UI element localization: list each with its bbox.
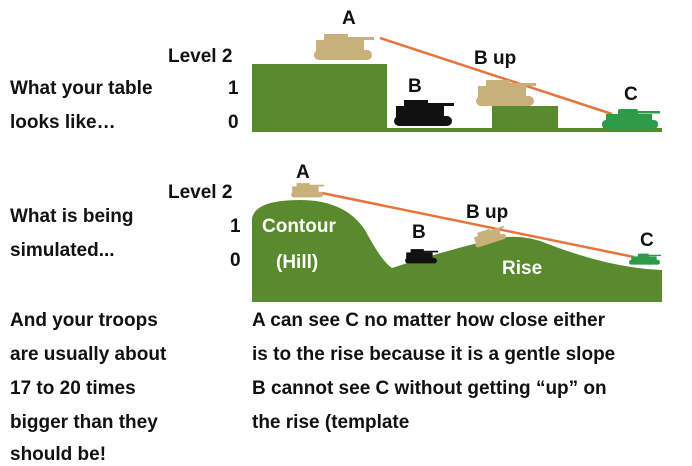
top-label-b-up: B up bbox=[474, 48, 517, 69]
hill-terrain bbox=[252, 200, 662, 302]
bottom-right-line-2: is to the rise because it is a gentle sl… bbox=[252, 344, 616, 365]
top-caption-line-2: looks like… bbox=[10, 112, 116, 133]
top-label-c: C bbox=[624, 84, 638, 105]
middle-caption-line-2: simulated... bbox=[10, 240, 115, 261]
table-level-1-block bbox=[492, 106, 558, 132]
bottom-left-line-3: 17 to 20 times bbox=[10, 378, 136, 399]
vehicle-a-small-icon bbox=[291, 183, 325, 198]
top-level-label: Level 2 bbox=[168, 46, 233, 67]
table-level-2-block bbox=[252, 64, 387, 132]
vehicle-c-icon bbox=[602, 109, 660, 129]
vehicle-b-up-icon bbox=[476, 80, 536, 106]
top-tick-1: 1 bbox=[228, 78, 239, 99]
middle-tick-0: 0 bbox=[230, 250, 241, 271]
middle-label-b-up: B up bbox=[466, 202, 509, 223]
vehicle-a-icon bbox=[314, 34, 374, 60]
bottom-right-line-1: A can see C no matter how close either bbox=[252, 310, 606, 331]
middle-level-label: Level 2 bbox=[168, 182, 233, 203]
hill-label-line-2: (Hill) bbox=[276, 252, 319, 273]
bottom-left-line-4: bigger than they bbox=[10, 412, 158, 433]
hill-label-line-1: Contour bbox=[262, 216, 336, 237]
top-sightline bbox=[379, 36, 613, 116]
vehicle-c-small-icon bbox=[629, 253, 661, 265]
middle-label-b: B bbox=[412, 222, 426, 243]
middle-label-a: A bbox=[296, 162, 310, 183]
bottom-left-line-5: should be! bbox=[10, 444, 107, 465]
top-label-a: A bbox=[342, 8, 356, 29]
top-label-b: B bbox=[408, 76, 422, 97]
bottom-left-line-1: And your troops bbox=[10, 310, 158, 331]
top-tick-0: 0 bbox=[228, 112, 239, 133]
top-caption-line-1: What your table bbox=[10, 78, 153, 99]
middle-caption-line-1: What is being bbox=[10, 206, 134, 227]
table-base-strip bbox=[252, 128, 662, 132]
bottom-left-line-2: are usually about bbox=[10, 344, 167, 365]
bottom-right-line-3: B cannot see C without getting “up” on bbox=[252, 378, 607, 399]
bottom-right-line-4: the rise (template bbox=[252, 412, 410, 433]
middle-tick-1: 1 bbox=[230, 216, 241, 237]
middle-label-c: C bbox=[640, 230, 654, 251]
vehicle-b-icon bbox=[394, 100, 454, 126]
rise-label: Rise bbox=[502, 258, 543, 279]
middle-sightline bbox=[321, 191, 635, 259]
